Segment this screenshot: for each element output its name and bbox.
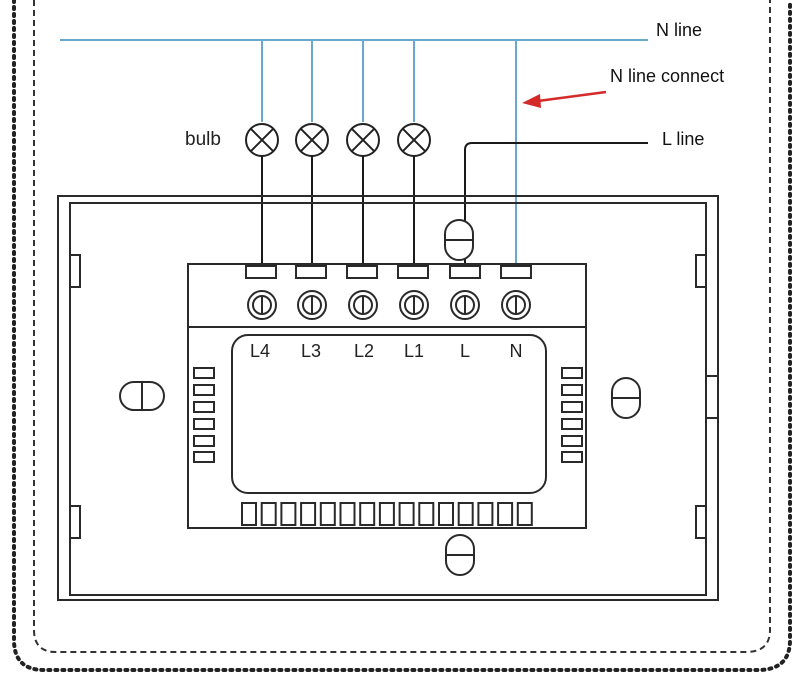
module-window [231, 334, 547, 494]
connector-pin [477, 502, 494, 526]
n-connect-arrow [522, 90, 607, 108]
terminal-clips [245, 265, 532, 279]
connector-pin [260, 502, 277, 526]
n-line-label: N line [656, 20, 702, 40]
connector-pin [359, 502, 376, 526]
load-wires [261, 156, 415, 268]
connector-pin [280, 502, 297, 526]
connector-pin [378, 502, 395, 526]
terminal-screws [247, 290, 531, 320]
connector-pin [418, 502, 435, 526]
connector-pin [438, 502, 454, 526]
screw-icon [348, 290, 378, 320]
connector-pin [319, 502, 336, 526]
connector-pin [241, 502, 257, 526]
connector-pin [457, 502, 474, 526]
outer-dotted-frame [12, 0, 792, 672]
connector-pin [339, 502, 356, 526]
n-line-connect-label: N line connect [610, 66, 724, 86]
side-clips [193, 367, 583, 463]
mounting-slots [119, 219, 641, 576]
terminal-label: L3 [301, 341, 321, 361]
l-line-label: L line [662, 129, 704, 149]
bulb-supply-wires [261, 40, 415, 122]
terminal-labels: L4 L3 L2 L1 L N [250, 341, 523, 361]
terminal-label: N [510, 341, 523, 361]
terminal-label: L2 [354, 341, 374, 361]
terminal-label: L4 [250, 341, 270, 361]
screw-icon [297, 290, 327, 320]
screw-icon [501, 290, 531, 320]
bulb-icon [346, 123, 380, 157]
l-line-wire [464, 142, 648, 268]
connector-pin [300, 502, 317, 526]
screw-icon [247, 290, 277, 320]
screw-icon [450, 290, 480, 320]
connector-pin [497, 502, 514, 526]
terminal-label: L [460, 341, 470, 361]
side-tabs [69, 254, 719, 539]
terminal-label: L1 [404, 341, 424, 361]
bulb-icon [295, 123, 329, 157]
bulb-label: bulb [185, 129, 221, 150]
screw-icon [399, 290, 429, 320]
bulbs [245, 123, 431, 157]
connector-pin [398, 502, 415, 526]
bulb-icon [397, 123, 431, 157]
bulb-icon [245, 123, 279, 157]
bottom-pins [241, 502, 533, 526]
connector-pin [516, 502, 533, 526]
inner-dashed-frame [33, 0, 771, 653]
